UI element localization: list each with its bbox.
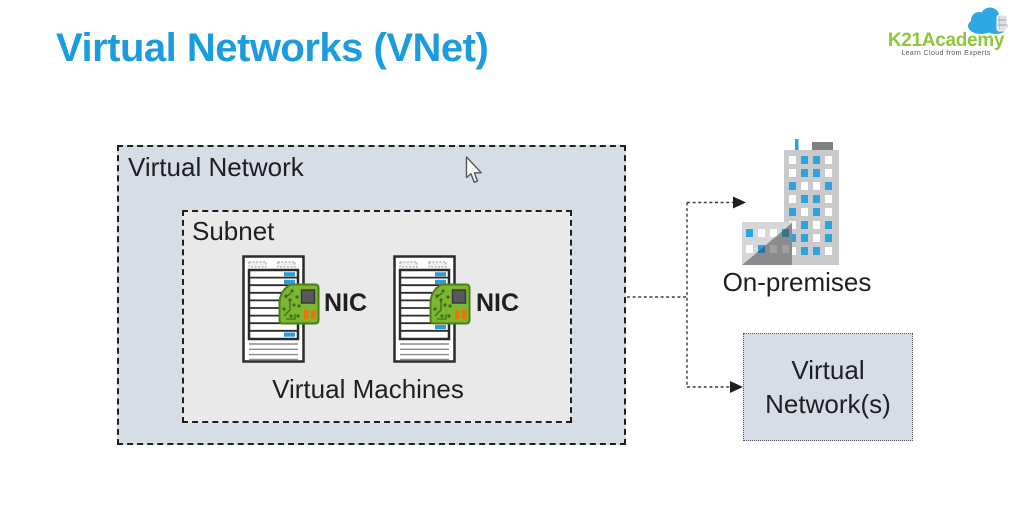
virtual-machines-label: Virtual Machines — [272, 374, 464, 404]
on-premises-label: On-premises — [722, 267, 872, 297]
building-shadow — [742, 223, 792, 265]
mouse-cursor-icon — [465, 156, 482, 183]
brand-tagline: Learn Cloud from Experts — [901, 50, 991, 57]
nic-label: NIC — [324, 289, 368, 317]
vnet-label: Virtual Network — [128, 152, 304, 182]
brand-logo: K21Academy Learn Cloud from Experts — [876, 4, 1016, 62]
arrowhead-peer-vnet — [730, 381, 743, 393]
on-premises-building-icon — [742, 139, 839, 265]
peer-vnet-box: Virtual Network(s) — [743, 333, 913, 441]
nic-icon — [429, 283, 471, 325]
nic-icon — [278, 283, 320, 325]
page-title: Virtual Networks (VNet) — [56, 26, 489, 70]
subnet-label: Subnet — [192, 216, 275, 246]
nic-label: NIC — [476, 289, 520, 317]
cloud-icon — [968, 7, 1008, 34]
database-icon — [996, 14, 1008, 32]
brand-name: K21Academy — [887, 30, 1005, 51]
peer-vnet-label: Virtual Network(s) — [765, 355, 891, 419]
